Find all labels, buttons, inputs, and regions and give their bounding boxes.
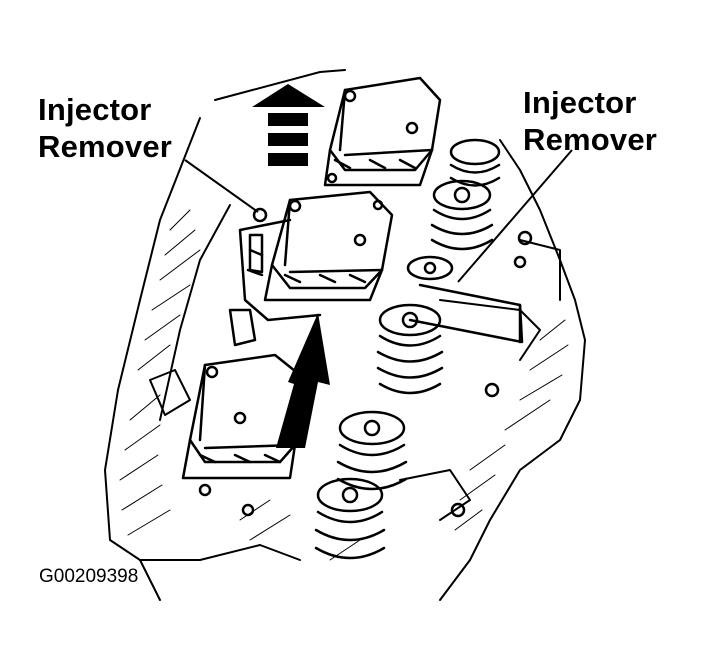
spring-1	[449, 138, 501, 187]
head-shading	[119, 209, 569, 561]
label-right-line2: Remover	[523, 122, 658, 157]
spring-4	[376, 303, 444, 395]
leader-line-left	[184, 159, 259, 213]
spring-3	[406, 255, 454, 281]
lower-injector	[181, 308, 302, 517]
middle-injector	[238, 190, 394, 322]
spring-2	[430, 179, 494, 251]
figure-code: G00209398	[39, 566, 139, 587]
removal-arrows	[252, 84, 330, 448]
leader-line-right	[457, 149, 573, 283]
upper-injector	[323, 76, 442, 187]
leader-lines	[184, 149, 573, 283]
spring-6	[314, 477, 386, 560]
up-arrow-center	[276, 313, 330, 448]
valve-springs	[314, 138, 501, 560]
injector-remover-label-right: Injector Remover	[523, 84, 657, 158]
up-arrow-top	[252, 84, 325, 166]
label-right-line1: Injector	[523, 85, 637, 120]
label-left-line1: Injector	[38, 92, 152, 127]
label-left-line2: Remover	[38, 129, 173, 164]
cylinder-head-outline	[104, 69, 586, 601]
injector-remover-tool	[248, 207, 533, 518]
spring-5	[336, 410, 408, 491]
injector-remover-label-left: Injector Remover	[38, 91, 172, 165]
